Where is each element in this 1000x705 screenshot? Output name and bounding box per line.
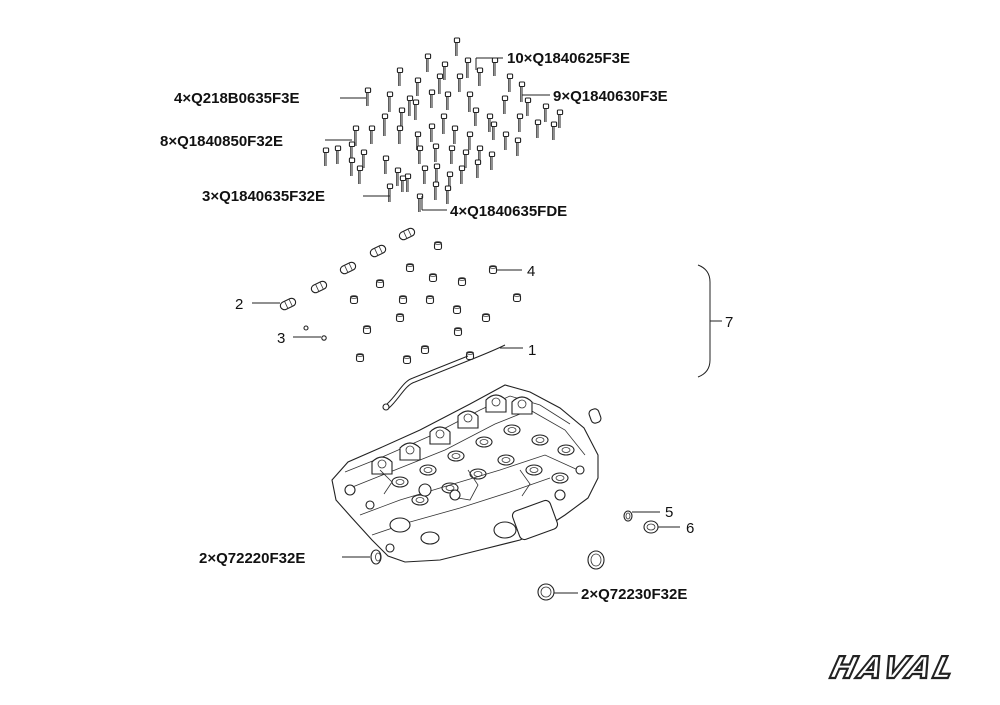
seal-plug-bottom <box>537 583 555 601</box>
callout-8-bolts: 8×Q1840850F32E <box>160 133 283 150</box>
callout-4-bolts-q218: 4×Q218B0635F3E <box>174 90 300 107</box>
callout-item-6: 6 <box>686 520 694 537</box>
small-balls <box>303 325 327 341</box>
loose-plug <box>588 408 602 424</box>
cam-journals <box>391 424 575 506</box>
leader-lines <box>325 57 550 211</box>
callout-2-plugs-q72230: 2×Q72230F32E <box>581 586 687 603</box>
callout-item-3: 3 <box>277 330 285 347</box>
bolt-cluster <box>322 37 564 212</box>
group-bracket <box>697 264 711 378</box>
cam-towers <box>371 394 533 475</box>
callout-9-bolts: 9×Q1840630F3E <box>553 88 668 105</box>
cylinder-head <box>331 384 599 563</box>
o-ring <box>623 510 633 522</box>
valve-cups <box>349 241 522 365</box>
callout-3-bolts: 3×Q1840635F32E <box>202 188 325 205</box>
callout-item-7: 7 <box>725 314 733 331</box>
seal-plug-mid <box>587 550 605 570</box>
seal-plug-left <box>370 549 382 565</box>
callout-item-2: 2 <box>235 296 243 313</box>
callout-4-bolts-fde: 4×Q1840635FDE <box>450 203 567 220</box>
roller-followers <box>279 227 416 311</box>
svg-text:HAVAL: HAVAL <box>827 651 960 685</box>
callout-item-1: 1 <box>528 342 536 359</box>
callout-2-plugs-q72220: 2×Q72220F32E <box>199 550 305 567</box>
callout-item-4: 4 <box>527 263 535 280</box>
callout-item-5: 5 <box>665 504 673 521</box>
haval-logo: HAVAL <box>826 650 962 687</box>
callout-10-bolts: 10×Q1840625F3E <box>507 50 630 67</box>
oil-rod <box>382 344 506 411</box>
plug-part <box>643 520 659 534</box>
